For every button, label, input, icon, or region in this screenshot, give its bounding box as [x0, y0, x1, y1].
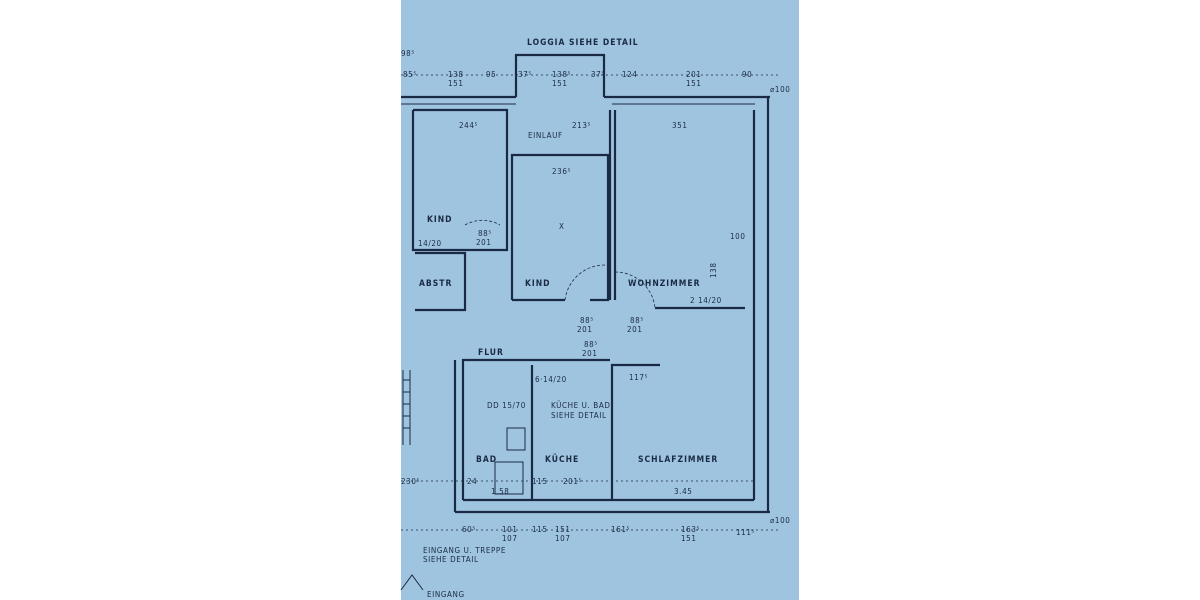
dim: 1.58 — [491, 487, 509, 496]
dim: 138 — [709, 262, 718, 278]
dim: 201 — [577, 325, 593, 334]
room-label-kueche: KÜCHE — [545, 454, 579, 465]
dim: 111⁵ — [736, 528, 755, 537]
mark: X — [559, 222, 565, 231]
entrance-note: EINGANG U. TREPPE — [423, 546, 506, 555]
dim: 100 — [730, 232, 746, 241]
dim: 101 — [502, 525, 518, 534]
dim: 85⁵ — [403, 70, 417, 79]
entrance-label: EINGANG — [427, 590, 465, 599]
dim: 6·14/20 — [535, 375, 567, 384]
dim: 88⁵ — [580, 316, 594, 325]
entrance-note: SIEHE DETAIL — [423, 555, 479, 564]
dim: 151 — [681, 534, 697, 543]
dim: 88⁵ — [584, 340, 598, 349]
dim: 151 — [448, 79, 464, 88]
kitchen-bath-note: SIEHE DETAIL — [551, 411, 607, 420]
dim: 24 — [467, 477, 477, 486]
dim: 3.45 — [674, 487, 692, 496]
dim: 213⁵ — [572, 121, 591, 130]
dim: 151 — [552, 79, 568, 88]
dim: 201⁵ — [563, 477, 582, 486]
dim: 244⁵ — [459, 121, 478, 130]
dim: 88⁵ — [630, 316, 644, 325]
dim: 161⁵ — [611, 525, 630, 534]
dim: 90 — [742, 70, 752, 79]
dim: 201 — [627, 325, 643, 334]
dim: 236⁵ — [552, 167, 571, 176]
dim: 201 — [686, 70, 702, 79]
dim: 117⁵ — [629, 373, 648, 382]
dim: 138 — [448, 70, 464, 79]
loggia-note: LOGGIA SIEHE DETAIL — [527, 38, 639, 48]
labels: LOGGIA SIEHE DETAIL 98⁵ 85⁵ 138 151 95 3… — [401, 38, 790, 599]
room-label-flur: FLUR — [478, 348, 504, 358]
dim: 88⁵ — [478, 229, 492, 238]
dim: 95 — [486, 70, 496, 79]
walls — [400, 53, 780, 591]
dim: DD 15/70 — [487, 401, 526, 410]
dim: 98⁵ — [401, 49, 415, 58]
dim: 115 — [532, 525, 548, 534]
dim: 60⁵ — [462, 525, 476, 534]
dim: 230⁵ — [401, 477, 420, 486]
dim: 107 — [502, 534, 518, 543]
dim: 351 — [672, 121, 688, 130]
dim: 124 — [622, 70, 638, 79]
room-label-abstr: ABSTR — [419, 279, 452, 289]
room-label-kind: KIND — [427, 215, 453, 225]
dim: 115 — [532, 477, 548, 486]
dim: 151 — [555, 525, 571, 534]
dim: 37⁵ — [591, 70, 605, 79]
dim: 37⁵ — [518, 70, 532, 79]
dim: ⌀100 — [770, 85, 790, 94]
dim: 14/20 — [418, 239, 442, 248]
dim: 163⁵ — [681, 525, 700, 534]
dim: 107 — [555, 534, 571, 543]
room-label-wohnzimmer: WOHNZIMMER — [628, 279, 700, 289]
dim: 2 14/20 — [690, 296, 722, 305]
room-label-bad: BAD — [476, 455, 497, 465]
kitchen-bath-note: KÜCHE U. BAD — [551, 400, 611, 410]
room-label-schlafzimmer: SCHLAFZIMMER — [638, 455, 718, 465]
dim: 151 — [686, 79, 702, 88]
dim: 201 — [476, 238, 492, 247]
room-label-kind: KIND — [525, 279, 551, 289]
einlauf-note: EINLAUF — [528, 131, 563, 140]
dim: 138⁵ — [552, 70, 571, 79]
dim: 201 — [582, 349, 598, 358]
dim: ⌀100 — [770, 516, 790, 525]
